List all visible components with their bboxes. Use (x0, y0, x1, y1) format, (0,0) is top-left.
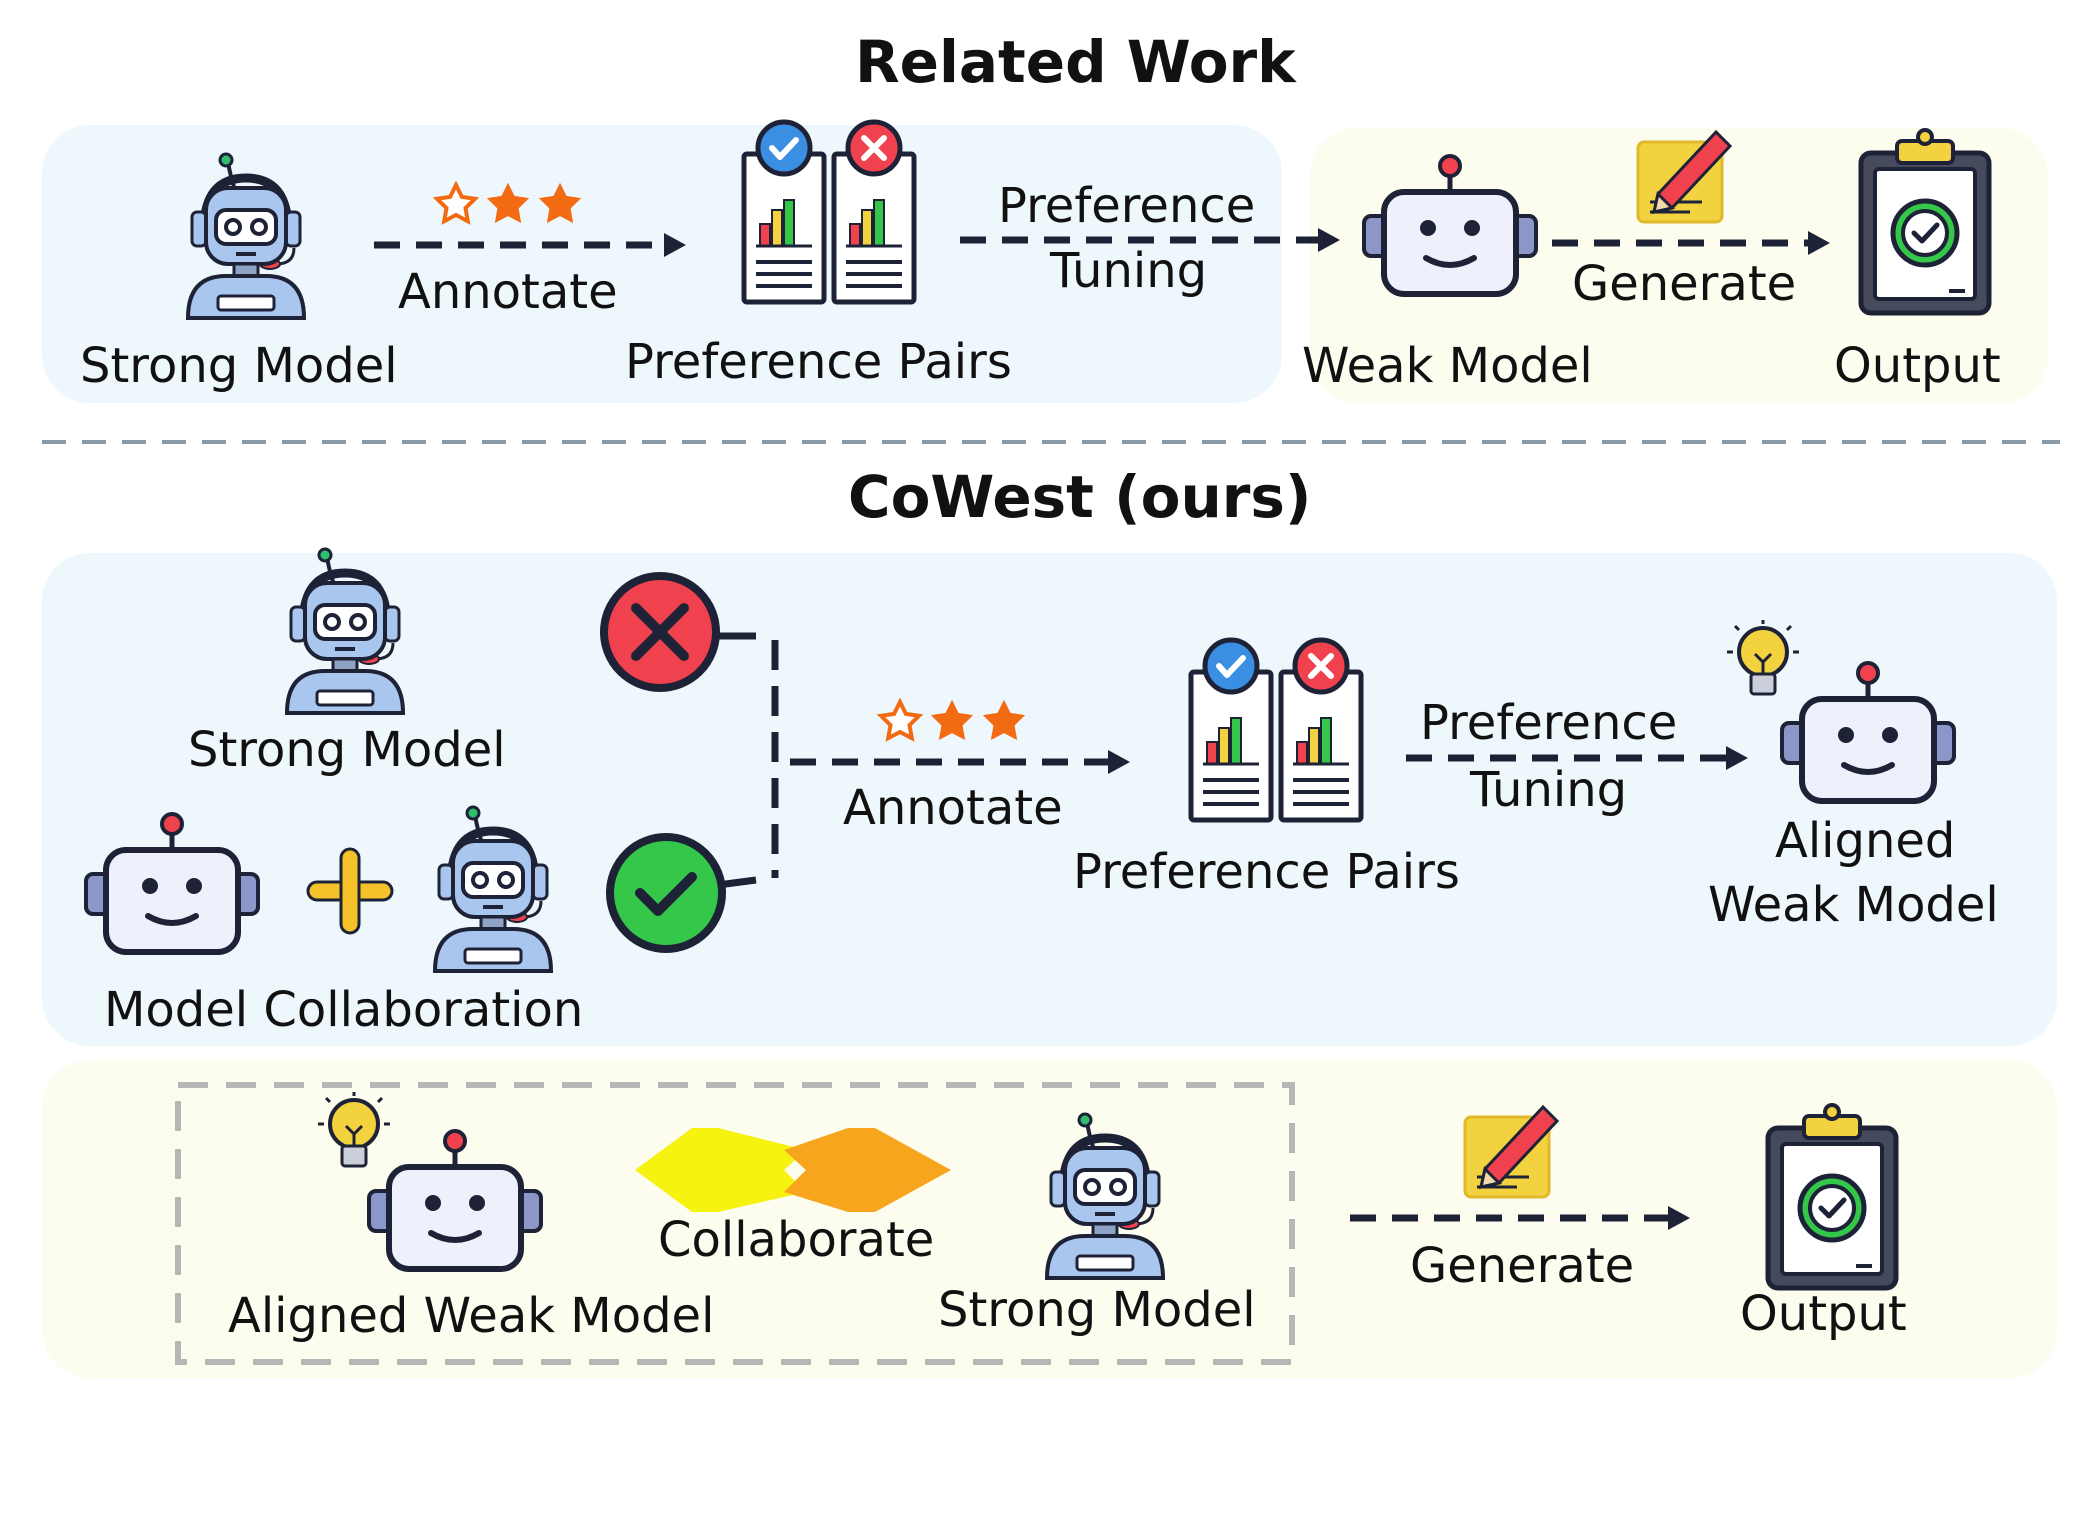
output-label: Output (1740, 1286, 1907, 1342)
strong-model-robot-icon (435, 807, 551, 971)
weak-model-label: Weak Model (1302, 338, 1593, 394)
preference-pairs-label: Preference Pairs (625, 334, 1012, 390)
lightbulb-icon (316, 1090, 392, 1168)
generate-label: Generate (1410, 1238, 1635, 1294)
tuning-label: Tuning (1470, 762, 1628, 818)
output-clipboard-icon (1861, 130, 1989, 313)
plus-icon (306, 847, 394, 935)
preference-pairs-icon (744, 122, 914, 302)
aligned-label: Aligned (1775, 813, 1956, 869)
generate-label: Generate (1572, 256, 1797, 312)
collaborate-label: Collaborate (658, 1212, 935, 1268)
preference-label: Preference (1420, 695, 1678, 751)
rating-stars-icon (881, 702, 1023, 738)
note-pencil-icon (1463, 1105, 1559, 1199)
weak-model-robot-icon (1364, 156, 1536, 294)
note-pencil-icon (1636, 130, 1732, 224)
preference-pairs-label: Preference Pairs (1073, 844, 1460, 900)
model-collaboration-label: Model Collaboration (104, 982, 584, 1038)
collaboration-box (175, 1082, 1295, 1365)
output-clipboard-icon (1768, 1105, 1896, 1288)
strong-model-robot-icon (1047, 1114, 1163, 1278)
collaborate-arrows-icon (635, 1128, 951, 1212)
related-work-title: Related Work (855, 28, 1296, 96)
annotate-label: Annotate (843, 780, 1063, 836)
selection-bracket (717, 632, 779, 889)
tuning-label: Tuning (1050, 243, 1208, 299)
strong-model-robot-icon (188, 154, 304, 318)
aligned-weak-model-robot-icon (1782, 663, 1954, 801)
reject-circle-icon (600, 572, 720, 692)
aligned-weak-model-label: Aligned Weak Model (228, 1288, 715, 1344)
strong-model-robot-icon (287, 549, 403, 713)
preference-label: Preference (998, 178, 1256, 234)
strong-model-label: Strong Model (188, 722, 506, 778)
weak-model-label: Weak Model (1708, 877, 1999, 933)
strong-model-label: Strong Model (80, 338, 398, 394)
preference-pairs-icon (1191, 640, 1361, 820)
accept-circle-icon (606, 833, 726, 953)
rating-stars-icon (437, 185, 579, 221)
annotate-label: Annotate (398, 264, 618, 320)
output-label: Output (1834, 338, 2001, 394)
aligned-weak-model-robot-icon (369, 1131, 541, 1269)
cowest-title: CoWest (ours) (848, 463, 1312, 531)
weak-model-robot-icon (86, 814, 258, 952)
strong-model-label: Strong Model (938, 1282, 1256, 1338)
lightbulb-icon (1725, 618, 1801, 696)
